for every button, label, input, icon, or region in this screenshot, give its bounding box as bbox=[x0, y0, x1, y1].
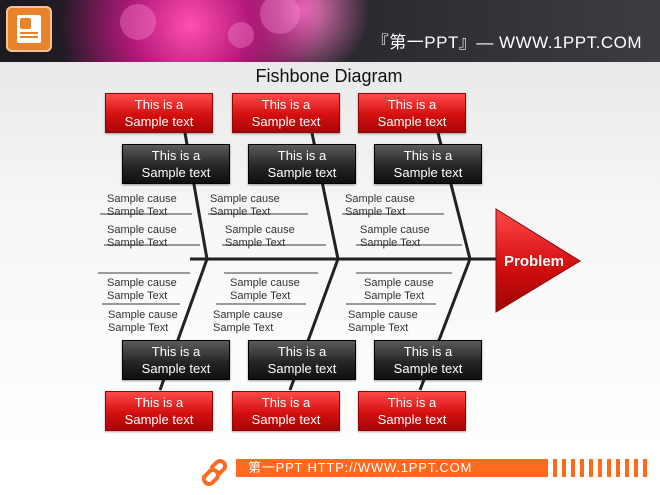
problem-head-shape bbox=[495, 208, 581, 313]
bokeh-decoration bbox=[120, 4, 156, 40]
problem-label: Problem bbox=[504, 253, 564, 270]
chain-link-icon bbox=[202, 459, 227, 486]
bokeh-decoration bbox=[228, 22, 254, 48]
powerpoint-icon bbox=[6, 6, 52, 52]
bokeh-decoration bbox=[260, 0, 300, 34]
header-banner: 『第一PPT』— WWW.1PPT.COM bbox=[0, 0, 660, 62]
footer-url-bar[interactable]: 第一PPT HTTP://WWW.1PPT.COM bbox=[236, 459, 548, 477]
diagram-title: Fishbone Diagram bbox=[255, 66, 403, 86]
brand-text: 『第一PPT』— WWW.1PPT.COM bbox=[371, 33, 642, 52]
footer-stripes bbox=[553, 459, 653, 477]
